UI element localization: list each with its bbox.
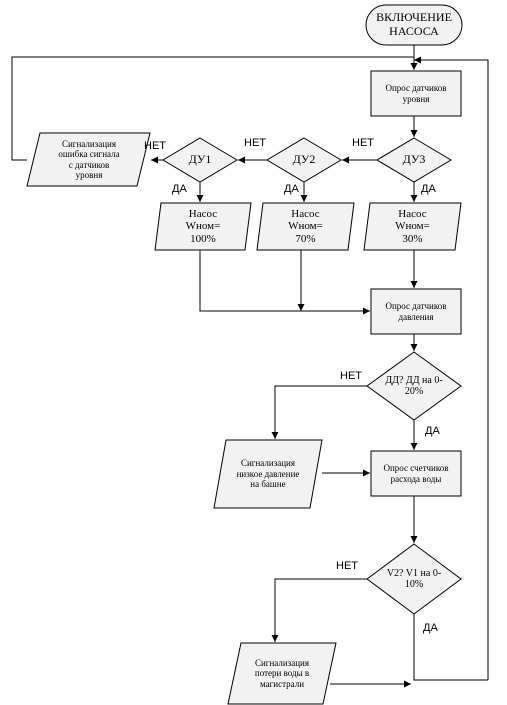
start-label: ВКЛЮЧЕНИЕ НАСОСА — [376, 10, 452, 38]
poll-pressure-label: Опрос датчиков давления — [385, 301, 447, 322]
pump100-label: Насос Wном= 100% — [185, 207, 221, 245]
du1-label: ДУ1 — [188, 152, 212, 167]
v-check-label: V2? V1 на 0- 10% — [386, 567, 442, 591]
du1-no-label: НЕТ — [144, 140, 166, 152]
low-pressure-parallelogram-shape — [213, 439, 323, 509]
poll-pressure-box-shape — [370, 288, 462, 335]
pump100-parallelogram-shape — [154, 202, 252, 251]
poll-level-label: Опрос датчиков уровня — [385, 83, 447, 104]
du3-no-label: НЕТ — [352, 137, 374, 149]
pump70-label: Насос Wном= 70% — [288, 207, 323, 245]
dd-check-yes-label: ДА — [425, 425, 440, 437]
poll-meters-label: Опрос счетчиков расхода воды — [383, 463, 449, 484]
water-loss-label: Сигнализация потери воды в магистрали — [254, 657, 310, 689]
pump30-parallelogram-shape — [363, 202, 462, 251]
dd-check-label: ДД? ДД на 0- 20% — [385, 374, 443, 398]
level-error-parallelogram-shape — [26, 132, 151, 187]
du2-no-label: НЕТ — [244, 137, 266, 149]
poll-level-box-shape — [370, 70, 462, 117]
pump30-label: Насос Wном= 30% — [395, 207, 430, 245]
water-loss-parallelogram-shape — [227, 642, 337, 705]
du3-yes-label: ДА — [421, 183, 436, 195]
v-check-no-label: НЕТ — [336, 560, 358, 572]
low-pressure-label: Сигнализация низкое давление на башне — [236, 458, 300, 490]
du3-label: ДУ3 — [402, 152, 426, 167]
du1-yes-label: ДА — [172, 183, 187, 195]
du2-label: ДУ2 — [292, 152, 316, 167]
poll-meters-box-shape — [370, 450, 462, 497]
level-error-label: Сигнализация ошибка сигнала с датчиков у… — [58, 138, 120, 180]
du2-yes-label: ДА — [284, 183, 299, 195]
v-check-yes-label: ДА — [423, 622, 438, 634]
pump70-parallelogram-shape — [256, 202, 355, 251]
dd-check-no-label: НЕТ — [340, 370, 362, 382]
